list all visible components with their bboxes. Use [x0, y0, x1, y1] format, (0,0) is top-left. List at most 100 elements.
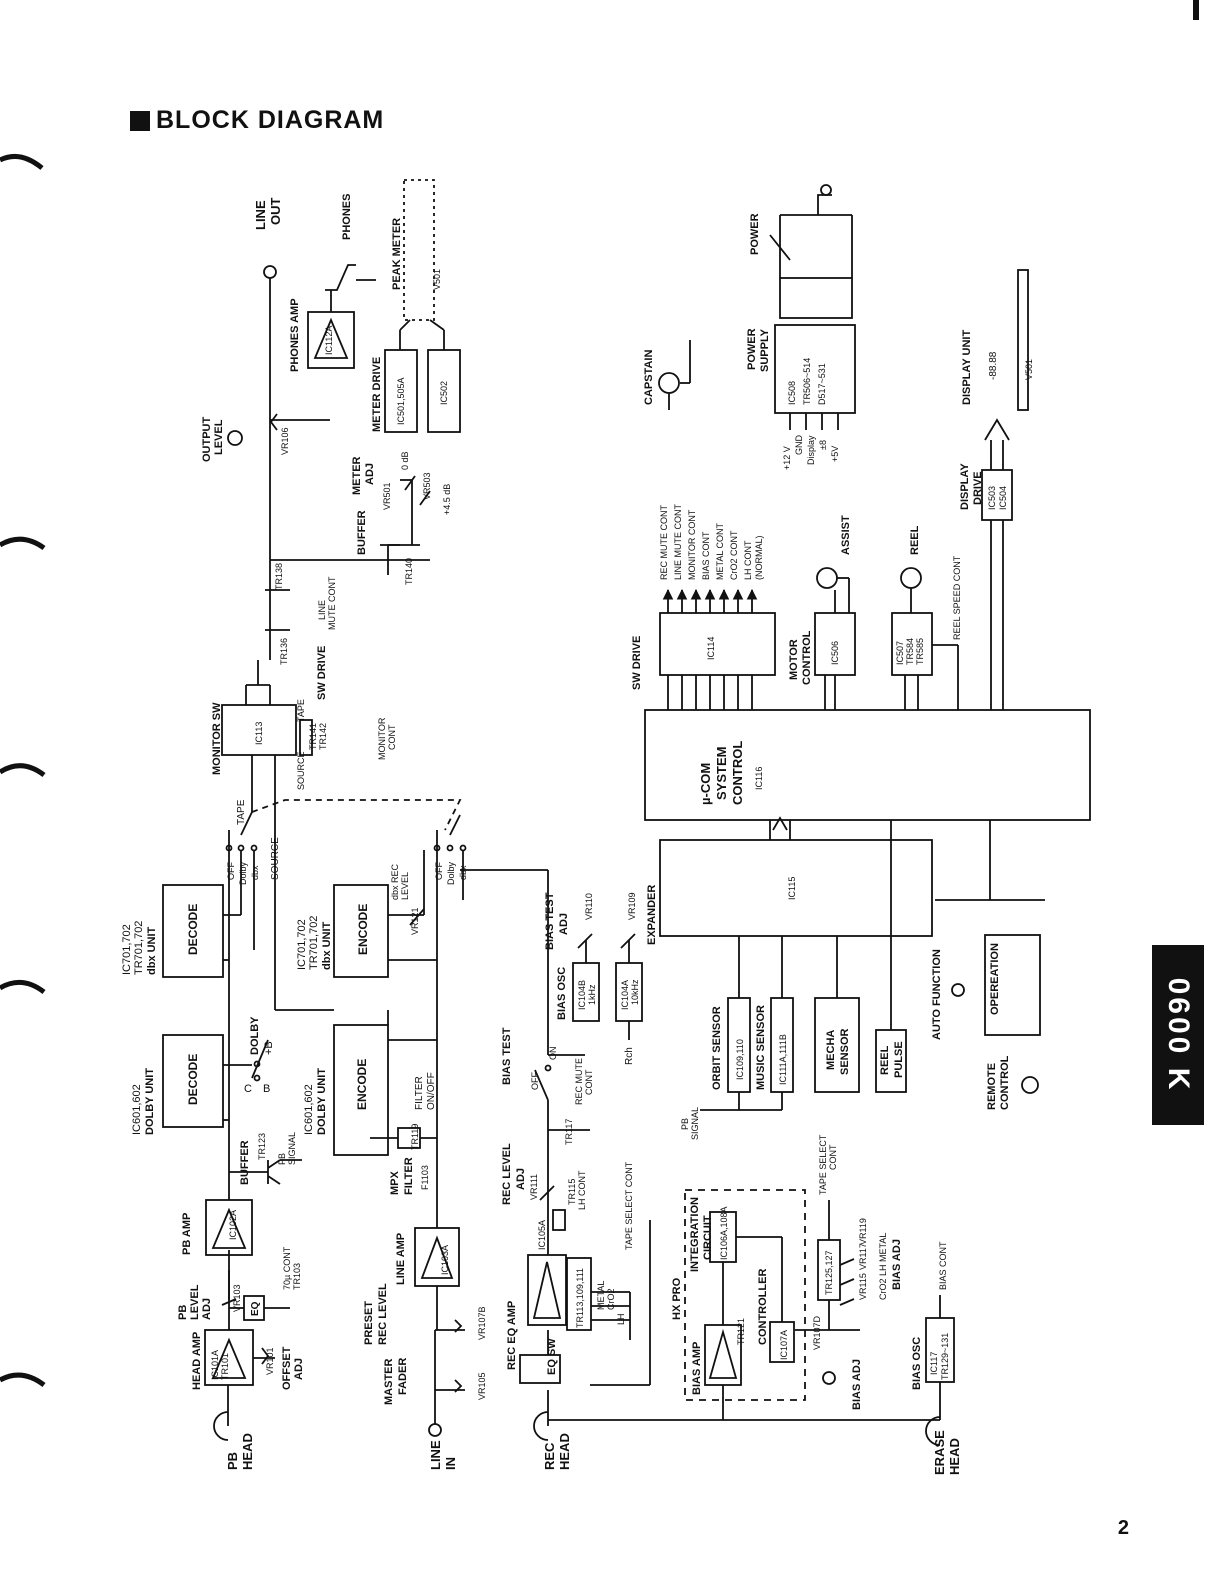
svg-text:TR115: TR115 — [567, 1179, 577, 1205]
side-tab — [1152, 945, 1204, 1125]
vr121-label: VR121 — [410, 907, 420, 935]
dbx-encode-label: ENCODE — [356, 904, 370, 955]
svg-text:CONTROL: CONTROL — [999, 1055, 1011, 1110]
line-out-label: LINE — [253, 200, 268, 230]
reel-ic-block — [891, 612, 933, 676]
rec-head-label: REC — [542, 1442, 557, 1470]
svg-text:10kHz: 10kHz — [630, 979, 640, 1005]
svg-text:REC MUTE CONT: REC MUTE CONT — [659, 505, 669, 580]
svg-text:CrO2 LH METAL: CrO2 LH METAL — [878, 1233, 888, 1300]
svg-text:LEVEL: LEVEL — [400, 872, 410, 900]
svg-text:LINE: LINE — [428, 1440, 443, 1470]
svg-text:DISPLAY: DISPLAY — [959, 463, 971, 510]
integration-ic: IC106A,108A — [719, 1206, 729, 1260]
svg-text:OFF: OFF — [434, 862, 444, 880]
lh-cont-label: LH CONT — [577, 1170, 587, 1210]
svg-text:POWER: POWER — [749, 213, 761, 255]
svg-text:HEAD: HEAD — [947, 1438, 962, 1475]
dolby-encode-unit2: DOLBY UNIT — [316, 1068, 328, 1135]
svg-text:CONTROLLER: CONTROLLER — [757, 1269, 769, 1345]
svg-text:IC113: IC113 — [254, 722, 264, 745]
svg-text:IC112A: IC112A — [324, 326, 334, 355]
svg-text:IC105A: IC105A — [537, 1220, 547, 1250]
eq-label: EQ — [250, 1301, 261, 1316]
bias-osc-test-label: BIAS OSC — [556, 967, 568, 1020]
svg-text:REC EQ AMP: REC EQ AMP — [506, 1301, 518, 1370]
svg-text:IC117: IC117 — [929, 1352, 939, 1375]
svg-text:0 dB: 0 dB — [400, 451, 410, 470]
svg-text:TAPE: TAPE — [296, 699, 306, 722]
svg-text:AUTO FUNCTION: AUTO FUNCTION — [931, 949, 943, 1040]
svg-text:REC LEVEL: REC LEVEL — [377, 1283, 389, 1345]
pb-signal-label-2: SIGNAL — [287, 1132, 297, 1165]
bias-cont-label: BIAS CONT — [938, 1241, 948, 1290]
tr119-label: TR119 — [410, 1124, 420, 1150]
reel-label: REEL — [909, 525, 921, 555]
svg-text:CONTROL: CONTROL — [801, 630, 813, 685]
source2-label: SOURCE — [296, 751, 306, 790]
reel-ic-tr2: TR585 — [915, 638, 925, 665]
svg-text:IC506: IC506 — [830, 641, 840, 665]
filter-onoff-label-2: ON/OFF — [426, 1072, 437, 1110]
svg-text:Dolby: Dolby — [446, 861, 456, 885]
tape-select-cont2-label: TAPE SELECT — [818, 1134, 828, 1195]
reel-motor — [900, 567, 922, 589]
pb-signal-label-b: PB — [680, 1118, 690, 1130]
monitor-cont-label-2: CONT — [387, 724, 397, 750]
svg-text:LH CONT: LH CONT — [743, 540, 753, 580]
svg-text:LH: LH — [616, 1313, 626, 1325]
operation-panel — [984, 934, 1041, 1036]
svg-text:TR117: TR117 — [564, 1119, 574, 1145]
svg-text:BIAS CONT: BIAS CONT — [701, 531, 711, 580]
sw-out-bias: BIAS CONT — [701, 531, 711, 580]
svg-text:HEAD AMP: HEAD AMP — [191, 1332, 203, 1390]
master-fader-label-2: FADER — [397, 1358, 409, 1395]
tape2-label: TAPE — [296, 699, 306, 722]
svg-text:dbx REC: dbx REC — [390, 863, 400, 900]
svg-text:PB: PB — [177, 1305, 189, 1320]
svg-text:BUFFER: BUFFER — [239, 1140, 251, 1185]
peak-meter — [403, 179, 435, 321]
sw-drive-main-label: SW DRIVE — [631, 636, 643, 690]
svg-text:REEL: REEL — [909, 525, 921, 555]
sw-out-cro2: CrO2 CONT — [729, 530, 739, 580]
bias-osc-main-ic: IC117 — [929, 1352, 939, 1375]
vr111-label: VR111 — [529, 1174, 539, 1200]
svg-text:-88.88: -88.88 — [988, 351, 999, 380]
reel-pulse-label-2: PULSE — [893, 1041, 905, 1078]
svg-text:TR141: TR141 — [308, 723, 318, 750]
eq-sw-block — [566, 1257, 592, 1331]
diagram-labels: PB HEAD LINE IN REC HEAD ERASE HEAD HEAD… — [121, 194, 1034, 1475]
phones-label: PHONES — [341, 194, 353, 240]
svg-text:IC508: IC508 — [787, 381, 797, 405]
svg-text:HEAD: HEAD — [240, 1433, 255, 1470]
dbx-encode-unit: IC701,702 — [296, 919, 308, 970]
svg-text:CIRCUIT: CIRCUIT — [702, 1215, 714, 1260]
svg-text:IC114: IC114 — [706, 637, 716, 660]
bias-test-adj-label: BIAS TEST — [544, 892, 556, 950]
dbx-encode-unit2: TR701,702 — [308, 916, 320, 970]
svg-text:SENSOR: SENSOR — [839, 1028, 851, 1075]
dolby-encode-label: ENCODE — [355, 1059, 369, 1110]
svg-text:BIAS AMP: BIAS AMP — [691, 1342, 703, 1395]
svg-text:PHONES: PHONES — [341, 194, 353, 240]
svg-text:DISPLAY UNIT: DISPLAY UNIT — [961, 330, 973, 405]
reel-speed-label: REEL SPEED CONT — [952, 555, 962, 640]
dolby-decode-unit2: DOLBY UNIT — [144, 1068, 156, 1135]
sw-drive-main-ic: IC114 — [706, 637, 716, 660]
mecha-sensor-label: MECHA — [825, 1030, 837, 1070]
svg-text:MASTER: MASTER — [383, 1359, 395, 1406]
music-sensor-label: MUSIC SENSOR — [755, 1005, 767, 1090]
svg-text:dbx UNIT: dbx UNIT — [146, 926, 158, 975]
svg-text:FADER: FADER — [397, 1358, 409, 1395]
tr125-label: TR125,127 — [824, 1250, 834, 1295]
dbx-decode-unit2: TR701,702 — [133, 921, 145, 975]
svg-text:ON: ON — [548, 1047, 558, 1061]
svg-text:LINE MUTE CONT: LINE MUTE CONT — [673, 503, 683, 580]
svg-text:MECHA: MECHA — [825, 1030, 837, 1070]
bias-adj-small-label-2: BIAS ADJ — [891, 1239, 903, 1290]
svg-text:DECODE: DECODE — [186, 1054, 200, 1105]
svg-text:+12 V: +12 V — [782, 446, 792, 470]
svg-text:+B: +B — [263, 1041, 275, 1055]
svg-text:IN: IN — [443, 1457, 458, 1470]
